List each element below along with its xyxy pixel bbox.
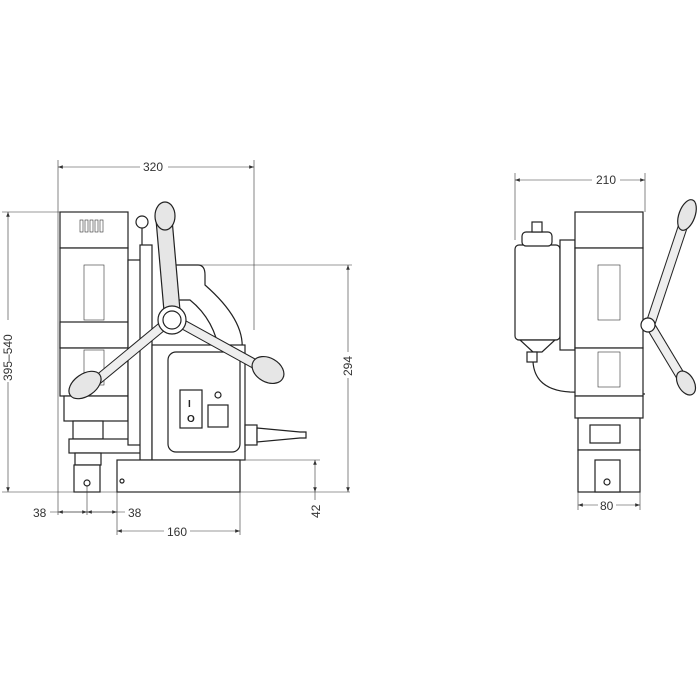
dim-left-offset-1: 38 (33, 506, 47, 520)
side-dimensions: 210 80 (514, 172, 646, 513)
dim-base-height: 42 (309, 504, 323, 518)
motor-button[interactable] (207, 404, 229, 428)
dim-base-length: 160 (167, 525, 187, 539)
side-gearbox (574, 347, 644, 397)
dim-side-width: 210 (596, 173, 616, 187)
coolant-tank (514, 244, 561, 341)
dim-height-range: 395–540 (1, 334, 15, 381)
motor-cap (59, 211, 129, 249)
dim-left-offset-2: 38 (128, 506, 142, 520)
dim-side-base-width: 80 (600, 499, 614, 513)
magnetic-base (116, 459, 241, 493)
front-dimensions: 320 395–540 294 42 38 38 160 (0, 159, 355, 539)
motor-vents (79, 219, 104, 233)
front-view: I O (59, 201, 307, 493)
switch-on-label: I (188, 399, 191, 410)
side-feed-handle[interactable] (640, 197, 700, 398)
switch-off-label: O (187, 414, 195, 425)
column (139, 244, 153, 461)
side-motor-cap (574, 211, 644, 249)
power-switch[interactable] (179, 389, 203, 429)
control-box (167, 351, 241, 453)
side-view (514, 197, 700, 493)
dim-column-height: 294 (341, 356, 355, 376)
dim-overall-width: 320 (143, 160, 163, 174)
feed-arc (171, 264, 243, 356)
feed-handles[interactable] (64, 201, 289, 404)
coolant-nozzle (256, 427, 307, 443)
